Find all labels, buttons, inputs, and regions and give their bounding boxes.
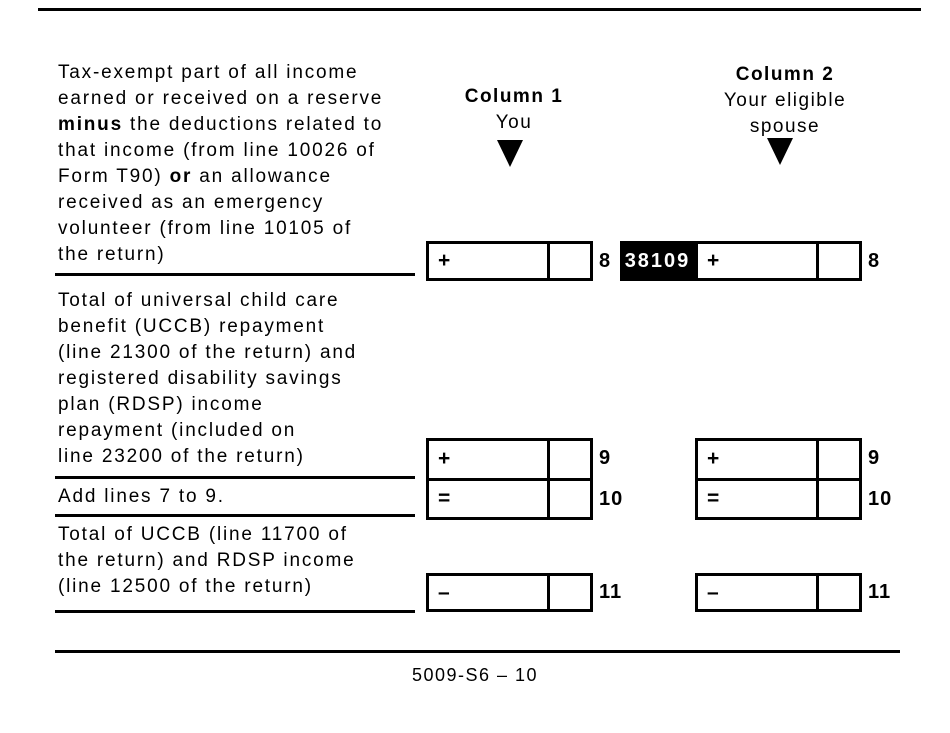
line11-you-amount-box: – <box>426 573 593 612</box>
line9-operator: + <box>707 447 720 471</box>
column2-title: Column 2 <box>735 64 835 85</box>
line8-number-right: 8 <box>868 250 881 272</box>
line8-you-amount-field[interactable]: + <box>429 244 547 278</box>
line9-spouse-cents-field[interactable] <box>816 441 859 478</box>
line11-operator: – <box>438 580 450 604</box>
column1-arrow-down-icon <box>497 140 523 167</box>
line10-description-underline <box>55 514 415 517</box>
line9-number-right: 9 <box>868 447 881 469</box>
line8-spouse-amount-box: + <box>695 241 862 281</box>
column2-header: Column 2 Your eligible spouse <box>685 62 885 140</box>
line8-you-cents-field[interactable] <box>547 244 590 278</box>
line8-description-underline <box>55 273 415 276</box>
line11-spouse-cents-field[interactable] <box>816 576 859 609</box>
line10-you-amount-field[interactable]: = <box>429 481 547 518</box>
line10-spouse-amount-field[interactable]: = <box>698 481 816 518</box>
line8-number-left: 8 <box>599 250 612 272</box>
line11-description: Total of UCCB (line 11700 of the return)… <box>58 524 356 597</box>
footer-rule <box>55 650 900 653</box>
line11-you-amount-field[interactable]: – <box>429 576 547 609</box>
line9-description-underline <box>55 476 415 479</box>
line8-operator: + <box>707 249 720 272</box>
line8-spouse-amount-field[interactable]: + <box>698 244 816 278</box>
line11-description-underline <box>55 610 415 613</box>
line8-spouse-cents-field[interactable] <box>816 244 859 278</box>
column1-title: Column 1 <box>464 86 564 107</box>
column1-header: Column 1 You <box>414 84 614 136</box>
line10-you-cents-field[interactable] <box>547 480 590 517</box>
line9-10-you-amount-boxes: + = <box>426 438 593 520</box>
line10-description: Add lines 7 to 9. <box>58 486 225 507</box>
line9-you-amount-field[interactable]: + <box>429 441 547 478</box>
line11-spouse-amount-field[interactable]: – <box>698 576 816 609</box>
line11-spouse-amount-box: – <box>695 573 862 612</box>
line10-number-left: 10 <box>599 488 624 510</box>
line8-field-code-box: 38109 <box>620 241 695 281</box>
line9-spouse-amount-field[interactable]: + <box>698 441 816 478</box>
line9-10-spouse-amount-boxes: + = <box>695 438 862 520</box>
line10-number-right: 10 <box>868 488 893 510</box>
line9-you-cents-field[interactable] <box>547 441 590 478</box>
line11-number-right: 11 <box>868 581 892 603</box>
line9-number-left: 9 <box>599 447 612 469</box>
line11-number-left: 11 <box>599 581 623 603</box>
line11-operator: – <box>707 580 719 604</box>
column1-subtitle: You <box>495 112 533 133</box>
line8-description: Tax-exempt part of all income earned or … <box>58 62 384 265</box>
top-rule <box>38 8 921 11</box>
line9-description: Total of universal child care benefit (U… <box>58 290 358 467</box>
line8-operator: + <box>438 249 451 272</box>
line8-you-amount-box: + <box>426 241 593 281</box>
page-number-label: 5009-S6 – 10 <box>411 665 539 685</box>
line10-spouse-cents-field[interactable] <box>816 480 859 517</box>
line10-operator: = <box>707 486 720 510</box>
column2-arrow-down-icon <box>767 138 793 165</box>
column2-subtitle: Your eligible spouse <box>723 90 847 137</box>
line11-you-cents-field[interactable] <box>547 576 590 609</box>
line10-operator: = <box>438 486 451 510</box>
line9-operator: + <box>438 447 451 471</box>
